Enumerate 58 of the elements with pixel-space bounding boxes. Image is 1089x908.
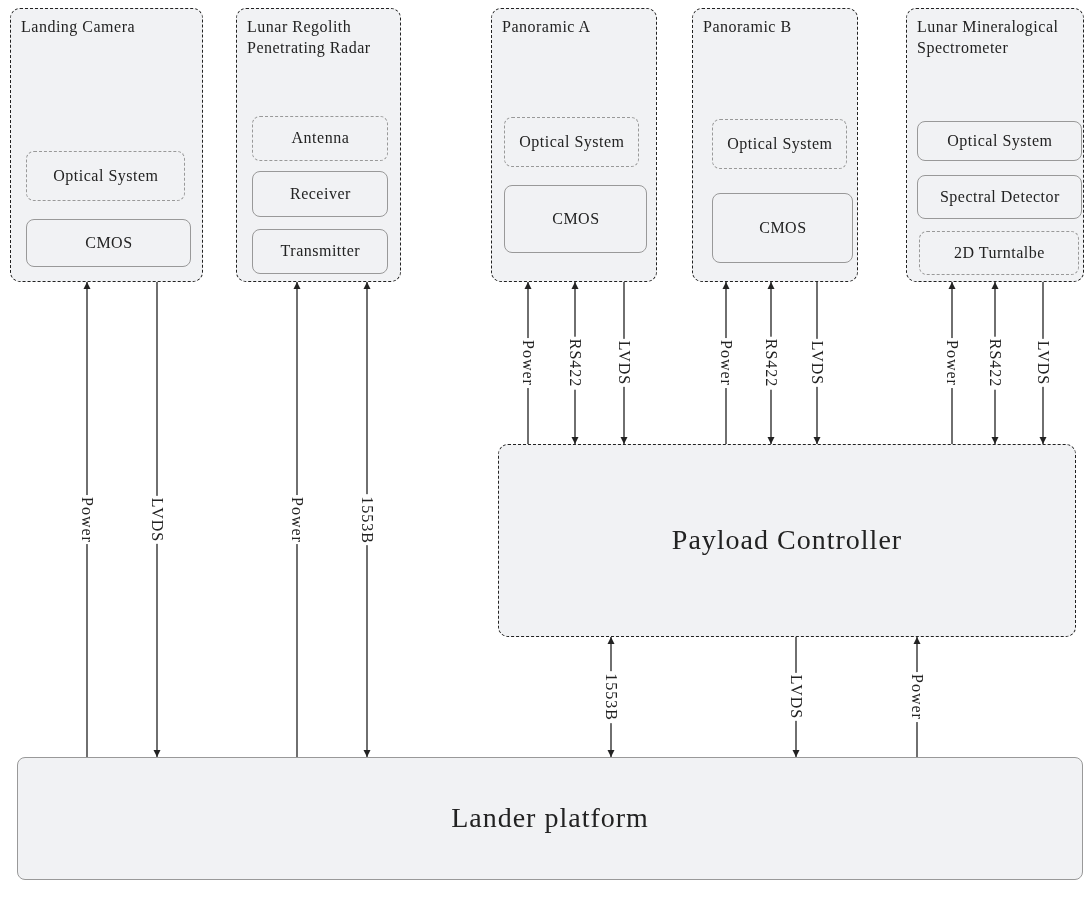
node-label: Lander platform: [451, 801, 649, 836]
edge-label: Power: [79, 494, 95, 545]
node-label: CMOS: [759, 218, 807, 238]
module-box: [906, 8, 1084, 282]
node-label: Spectral Detector: [939, 187, 1060, 208]
node-label: Lunar Mineralogical Spectrometer: [917, 17, 1060, 59]
component-box: [917, 121, 1083, 162]
connector-arrow: [83, 281, 91, 758]
component-box: [504, 185, 648, 254]
node-label: Optical System: [53, 166, 159, 187]
component-box: [26, 151, 186, 202]
node-label: Panoramic A: [502, 17, 591, 37]
component-box: [252, 229, 389, 275]
component-box: [252, 171, 389, 218]
module-box: [10, 8, 203, 282]
edge-label: RS422: [567, 336, 583, 390]
node-label: Optical System: [727, 134, 833, 155]
unit-box: [498, 444, 1076, 637]
connector-arrow: [153, 281, 161, 758]
edge-label: LVDS: [788, 672, 804, 722]
edge-label: RS422: [987, 336, 1003, 390]
unit-box: [17, 757, 1083, 880]
edge-label: LVDS: [149, 495, 165, 544]
node-label: Optical System: [519, 132, 625, 153]
edge-label: Power: [944, 338, 960, 388]
edge-label: LVDS: [809, 338, 825, 388]
component-box: [712, 119, 848, 170]
node-label: Payload Controller: [671, 523, 903, 558]
node-label: CMOS: [552, 209, 600, 229]
module-box: [692, 8, 858, 282]
node-label: Optical System: [947, 131, 1053, 152]
node-label: Transmitter: [280, 241, 361, 262]
edge-label: LVDS: [1035, 338, 1051, 388]
node-label: Lunar Regolith Penetrating Radar: [247, 17, 372, 59]
node-label: CMOS: [85, 233, 133, 253]
edge-label: RS422: [763, 336, 779, 390]
component-box: [917, 175, 1083, 220]
module-box: [236, 8, 401, 282]
edge-label: 1553B: [603, 671, 619, 723]
component-box: [504, 117, 640, 168]
component-box: [919, 231, 1080, 276]
component-box: [712, 193, 854, 264]
edge-label: Power: [909, 672, 925, 722]
node-label: Receiver: [289, 184, 351, 204]
connector-arrow: [293, 281, 301, 758]
node-label: 2D Turntalbe: [953, 243, 1045, 263]
edge-label: 1553B: [359, 493, 375, 546]
edge-label: Power: [718, 338, 734, 388]
connector-arrow: [363, 281, 371, 758]
component-box: [26, 219, 192, 268]
component-box: [252, 116, 389, 162]
edge-label: LVDS: [616, 338, 632, 388]
edge-label: Power: [289, 494, 305, 545]
edge-label: Power: [520, 338, 536, 388]
node-label: Antenna: [291, 128, 350, 149]
module-box: [491, 8, 657, 282]
node-label: Landing Camera: [21, 17, 136, 38]
node-label: Panoramic B: [703, 17, 792, 37]
